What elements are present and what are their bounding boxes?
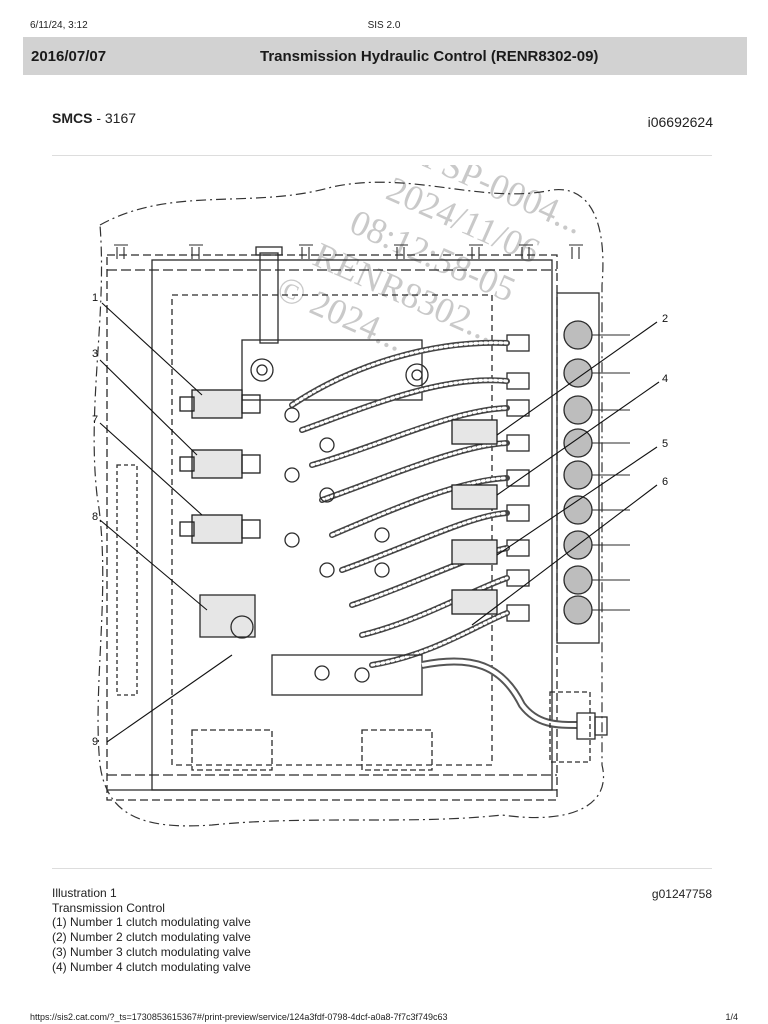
print-header: 6/11/24, 3:12 SIS 2.0 [0, 0, 768, 31]
bottom-solenoid [199, 594, 256, 638]
smcs-code: SMCS - 3167 [52, 110, 136, 126]
callout-4: 4 [662, 373, 668, 385]
callout-1: 1 [92, 292, 98, 304]
callout-labels: 1 2 3 4 5 6 7 8 9 [92, 292, 668, 748]
clutch-modulating-valves [179, 389, 498, 615]
lower-valve-block [271, 654, 423, 696]
callout-5: 5 [662, 438, 668, 450]
callout-3: 3 [92, 348, 98, 360]
smcs-label: SMCS [52, 110, 93, 126]
transmission-control-illustration: PSP-0004... 2024/11/06 08:12:58-05 RENR8… [52, 136, 716, 855]
ports [284, 407, 390, 578]
assembly-outline [93, 181, 605, 827]
document-id: i06692624 [647, 114, 713, 130]
print-date: 6/11/24, 3:12 [30, 20, 88, 31]
watermark: PSP-0004... 2024/11/06 08:12:58-05 RENR8… [271, 136, 590, 359]
caption-heading: Illustration 1 [52, 886, 117, 900]
pressure-tap-block [556, 292, 600, 644]
page-url[interactable]: https://sis2.cat.com/?_ts=1730853615367#… [30, 1012, 448, 1022]
inner-plate [171, 294, 493, 766]
caption-item-2: (2) Number 2 clutch modulating valve [52, 930, 251, 945]
caption-item-3: (3) Number 3 clutch modulating valve [52, 944, 251, 959]
callout-8: 8 [92, 511, 98, 523]
outlet-connector [576, 712, 596, 740]
callout-9: 9 [92, 736, 98, 748]
callout-6: 6 [662, 476, 668, 488]
divider-bottom [52, 868, 712, 869]
document-title: Transmission Hydraulic Control (RENR8302… [260, 48, 599, 65]
caption-item-1: (1) Number 1 clutch modulating valve [52, 915, 251, 930]
print-footer: https://sis2.cat.com/?_ts=1730853615367#… [0, 1012, 768, 1024]
vent-tube [259, 252, 279, 344]
document-title-bar: 2016/07/07 Transmission Hydraulic Contro… [23, 37, 747, 75]
manifold-block [241, 339, 423, 401]
callout-2: 2 [662, 313, 668, 325]
pressure-taps [563, 320, 593, 625]
divider-top [52, 155, 712, 156]
page-number: 1/4 [725, 1012, 738, 1022]
print-app-title: SIS 2.0 [367, 20, 401, 31]
caption-item-4: (4) Number 4 clutch modulating valve [52, 959, 251, 974]
document-date: 2016/07/07 [31, 48, 107, 65]
callout-7: 7 [92, 414, 98, 426]
smcs-value: - 3167 [92, 110, 137, 126]
hose-fittings [506, 334, 530, 622]
graphic-id: g01247758 [651, 887, 712, 901]
illustration-caption: Illustration 1 Transmission Control (1) … [52, 886, 251, 974]
callout-leaders [99, 302, 660, 743]
caption-subtitle: Transmission Control [52, 900, 165, 915]
